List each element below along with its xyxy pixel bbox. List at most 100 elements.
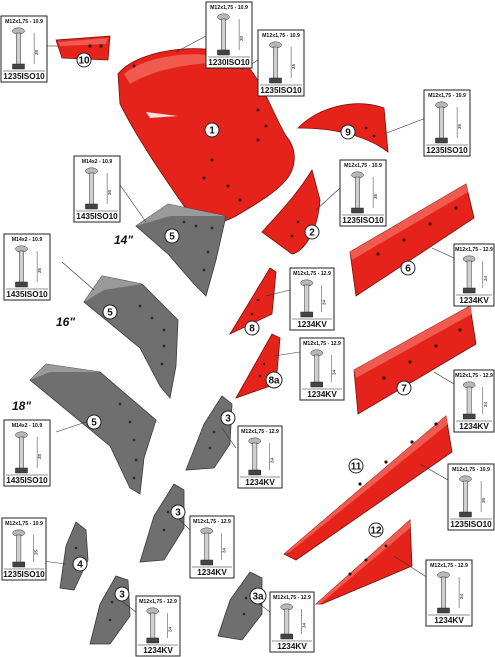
bolt-length: 34: [168, 627, 174, 633]
bolt-icon: [217, 13, 230, 56]
bolt-length: 35: [457, 124, 463, 130]
bolt-part-code: 1435ISO10: [6, 290, 48, 299]
bolt-length: 34: [302, 623, 308, 629]
callout-8: 8: [244, 320, 260, 336]
svg-text:1: 1: [209, 126, 215, 137]
bolt-length: 35: [34, 550, 40, 556]
svg-text:3a: 3a: [252, 592, 264, 603]
bolt-icon: [15, 431, 28, 474]
bolt-part-code: 1234KV: [143, 646, 173, 655]
bolt-thread-spec: M12x1,75 - 10.9: [452, 467, 490, 473]
bolt-icon: [12, 529, 25, 568]
part-12-share: [314, 519, 413, 605]
bolt-thread-spec: M12x1,75 - 10.9: [344, 163, 382, 169]
svg-text:3: 3: [225, 414, 231, 425]
bolt-icon: [12, 27, 25, 70]
callout-6: 6: [400, 260, 416, 276]
bolt-spec-box: M12x1,75 - 10.9 35 1235ISO10: [339, 159, 387, 227]
part-11-share: [283, 415, 453, 561]
svg-text:8: 8: [249, 324, 255, 335]
callout-5-18: 5: [86, 414, 102, 430]
bolt-length: 34: [459, 594, 465, 600]
bolt-thread-spec: M12x1,75 - 12.9: [273, 595, 311, 601]
part-5-share-14: [135, 203, 227, 297]
callout-1: 1: [204, 122, 220, 138]
bolt-icon: [200, 527, 213, 566]
bolt-length: 34: [270, 458, 276, 464]
bolt-part-code: 1234KV: [434, 616, 464, 625]
bolt-part-code: 1235ISO10: [3, 72, 45, 81]
bolt-thread-spec: M14x2 - 10.9: [12, 237, 43, 243]
svg-text:4: 4: [77, 560, 83, 571]
svg-text:3: 3: [175, 508, 181, 519]
bolt-length: 35: [373, 194, 379, 200]
bolt-icon: [146, 607, 159, 644]
bolt-length: 34: [483, 402, 489, 408]
bolt-icon: [459, 475, 472, 518]
part-3-point-a: [185, 395, 233, 471]
part-3-point-c: [89, 575, 131, 645]
bolt-icon: [435, 101, 448, 144]
bolt-thread-spec: M12x1,75 - 12.9: [193, 519, 231, 525]
svg-text:2: 2: [309, 228, 315, 239]
bolt-length: 35: [107, 190, 113, 196]
callout-4: 4: [72, 556, 88, 572]
bolt-thread-spec: M12x1,75 - 12.9: [303, 341, 341, 347]
bolt-thread-spec: M12x1,75 - 12.9: [455, 247, 493, 253]
bolt-thread-spec: M12x1,75 - 12.9: [293, 271, 331, 277]
bolt-part-code: 1234KV: [307, 390, 337, 399]
part-10-strip: [55, 35, 111, 61]
svg-text:5: 5: [169, 232, 175, 243]
bolt-icon: [300, 279, 313, 318]
callout-5-14: 5: [164, 228, 180, 244]
bolt-icon: [462, 381, 476, 420]
callout-9: 9: [340, 124, 356, 140]
bolt-part-code: 1235ISO10: [260, 86, 302, 95]
bolt-thread-spec: M12x1,75 - 12.9: [241, 429, 279, 435]
svg-text:3: 3: [119, 590, 125, 601]
bolt-thread-spec: M12x1,75 - 12.9: [455, 373, 493, 379]
svg-text:8a: 8a: [268, 376, 280, 387]
bolt-icon: [351, 171, 364, 214]
bolt-length: 35: [37, 454, 43, 460]
bolt-part-code: 1235ISO10: [342, 216, 384, 225]
bolt-part-code: 1235ISO10: [426, 146, 468, 155]
bolt-length: 34: [322, 300, 328, 306]
bolt-icon: [15, 245, 28, 288]
bolt-icon: [280, 603, 293, 640]
bolt-part-code: 1234KV: [459, 422, 489, 431]
bolt-length: 35: [37, 268, 43, 274]
size-label-16: 16": [56, 315, 75, 329]
bolt-length: 30: [239, 36, 245, 42]
bolt-length: 34: [483, 276, 489, 282]
callout-12: 12: [368, 522, 384, 538]
bolt-icon: [462, 255, 476, 294]
bolt-icon: [248, 437, 261, 476]
bolt-part-code: 1435ISO10: [76, 212, 118, 221]
part-7-bar: [353, 305, 477, 415]
part-4-point: [59, 521, 89, 591]
svg-text:11: 11: [351, 462, 362, 473]
svg-text:5: 5: [91, 418, 97, 429]
callout-3-a: 3: [220, 410, 236, 426]
svg-text:12: 12: [370, 526, 382, 537]
bolt-part-code: 1230ISO10: [208, 58, 250, 67]
bolt-icon: [437, 571, 450, 614]
bolt-thread-spec: M12x1,75 - 10.9: [5, 19, 43, 25]
bolt-length: 34: [222, 548, 228, 554]
part-6-bar: [349, 183, 475, 297]
callout-8a: 8a: [265, 371, 283, 389]
callout-11: 11: [348, 458, 364, 474]
size-label-14: 14": [114, 233, 133, 247]
bolt-thread-spec: M14x2 - 10.9: [82, 159, 113, 165]
callout-10: 10: [76, 52, 92, 68]
bolt-spec-box: M14x2 - 10.9 35 1435ISO10: [3, 233, 51, 301]
